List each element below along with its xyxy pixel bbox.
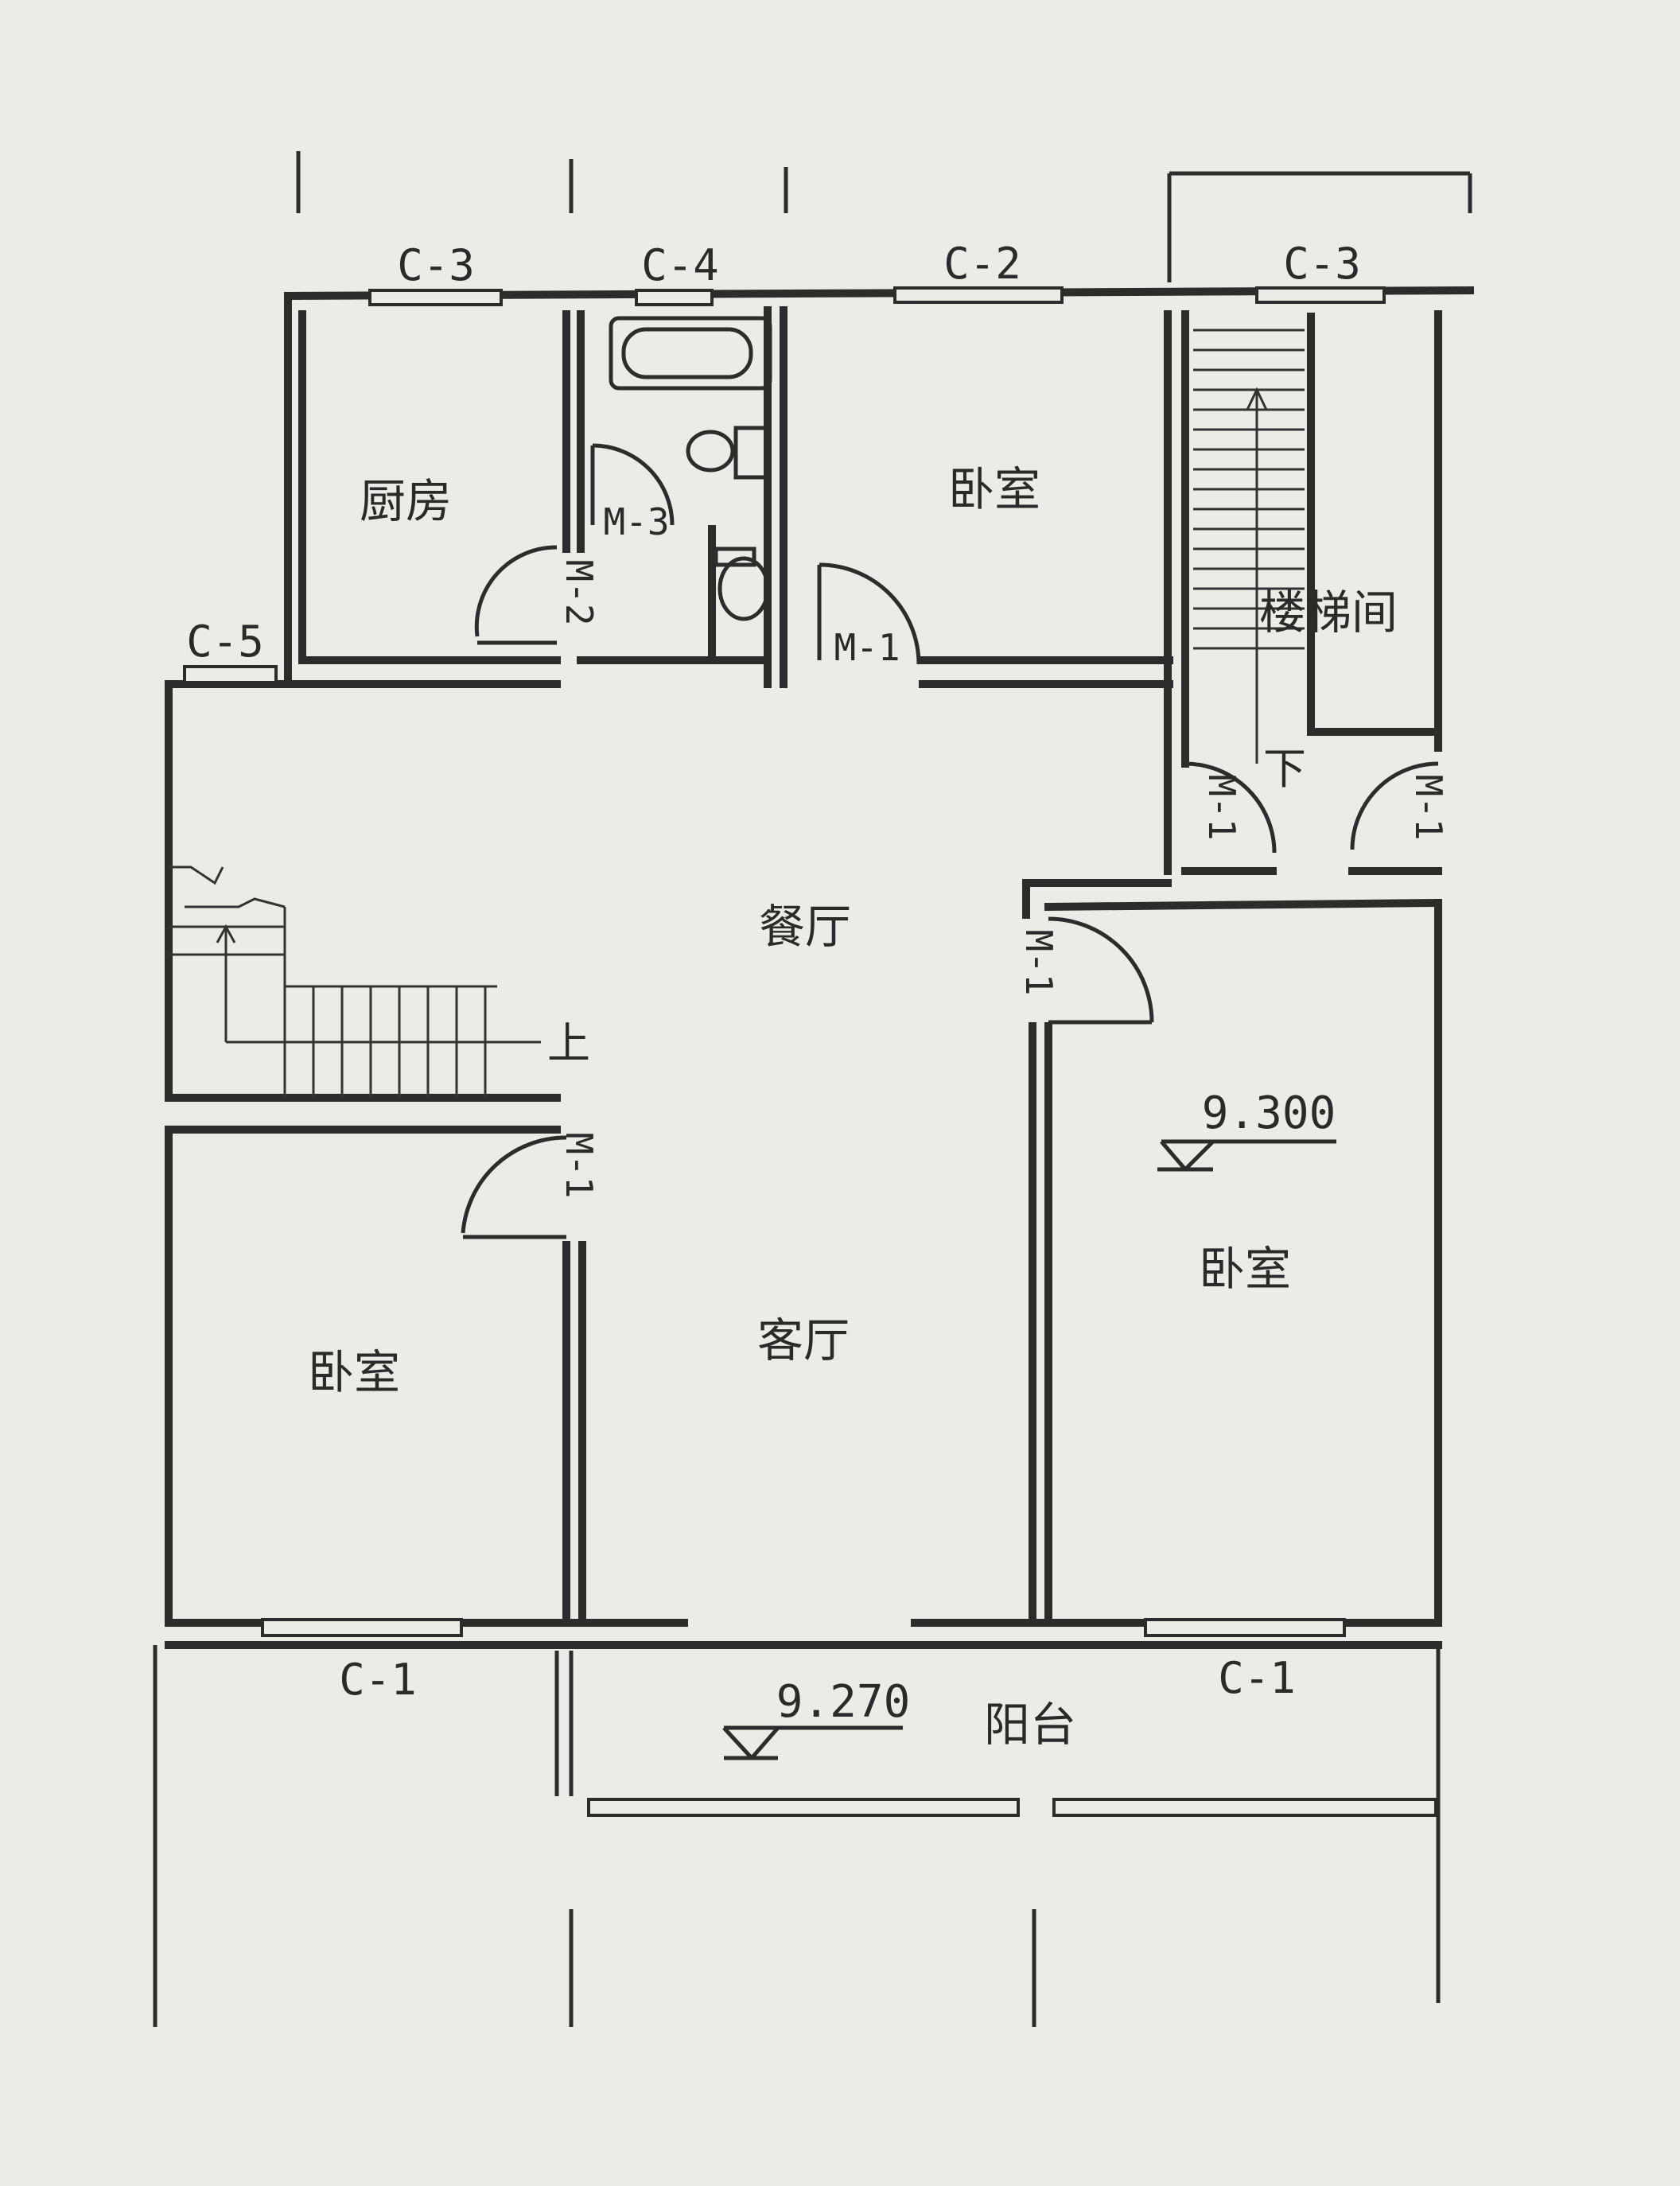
window-code-south-right: C-1	[1218, 1653, 1296, 1703]
door-code-bedroom-se: M-1	[1017, 929, 1060, 995]
door-code-stair-left: M-1	[1200, 774, 1243, 840]
room-label-bedroom-se: 卧室	[1199, 1242, 1291, 1296]
room-label-dining: 餐厅	[759, 900, 851, 954]
room-label-stair-hall: 楼梯间	[1259, 585, 1398, 640]
door-code-bath: M-3	[603, 500, 669, 543]
door-code-stair-right: M-1	[1407, 774, 1450, 840]
stair-down-label: 下	[1263, 744, 1306, 794]
bath-fixtures	[609, 316, 772, 621]
room-label-bedroom-north: 卧室	[948, 462, 1040, 516]
window-code-bedroom-north: C-2	[943, 239, 1021, 289]
elevation-marks	[722, 1139, 1336, 1760]
room-label-kitchen: 厨房	[360, 474, 452, 528]
door-code-bedroom-sw: M-1	[558, 1132, 601, 1198]
door-code-kitchen: M-2	[558, 559, 601, 625]
window-code-kitchen: C-3	[397, 240, 475, 290]
window-code-south-left: C-1	[339, 1655, 417, 1705]
room-label-balcony: 阳台	[984, 1698, 1076, 1752]
elevation-balcony: 9.270	[776, 1676, 911, 1728]
window-code-bath: C-4	[641, 240, 719, 290]
windows	[183, 286, 1437, 1817]
dining-stair	[169, 865, 541, 1098]
elevation-floor: 9.300	[1202, 1087, 1336, 1139]
door-swings	[461, 443, 1439, 1239]
window-code-stair-small: C-5	[186, 617, 264, 667]
door-code-bedroom-north: M-1	[834, 626, 900, 669]
grid-ticks-top	[296, 151, 1472, 282]
window-code-stair: C-3	[1283, 239, 1361, 289]
room-label-living: 客厅	[757, 1313, 850, 1367]
stair-up-label: 上	[547, 1018, 590, 1068]
room-label-bedroom-sw: 卧室	[308, 1345, 400, 1399]
stair-hall-treads	[1193, 329, 1305, 764]
grid-ticks-bottom	[153, 1645, 1441, 2027]
